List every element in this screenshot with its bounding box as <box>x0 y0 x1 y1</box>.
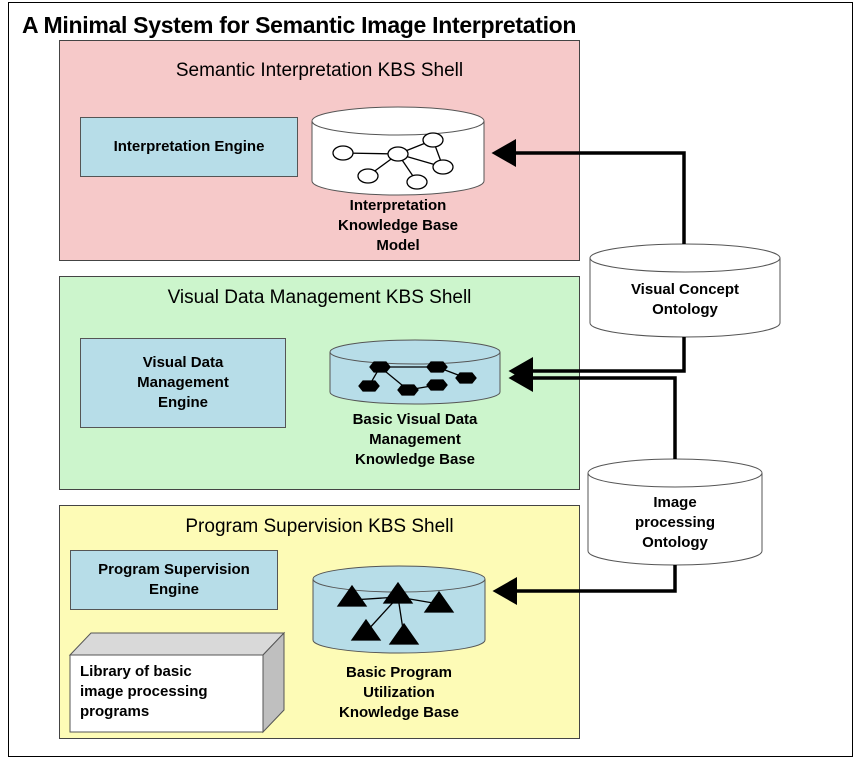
visual-data-kb-label: Basic Visual Data Management Knowledge B… <box>352 411 478 468</box>
image-processing-ontology-label: Image processing Ontology <box>634 494 716 551</box>
visual-data-management-engine: Visual Data Management Engine <box>80 338 286 428</box>
interpretation-graph-icon <box>332 132 454 190</box>
visual-concept-ontology-label: Visual Concept Ontology <box>630 281 740 318</box>
connector-arrows <box>491 139 686 605</box>
program-graph-icon <box>336 581 455 645</box>
interpretation-kb-label: Interpretation Knowledge Base Model <box>337 197 459 254</box>
visual-shell-title: Visual Data Management KBS Shell <box>167 287 472 308</box>
program-engine-label: Program Supervision Engine <box>98 561 250 598</box>
program-shell-title: Program Supervision KBS Shell <box>185 516 454 537</box>
interpretation-engine: Interpretation Engine <box>80 117 298 177</box>
visual-concept-ontology-cylinder <box>589 243 781 338</box>
visual-engine-label: Visual Data Management Engine <box>137 354 229 411</box>
program-kb-label: Basic Program Utilization Knowledge Base <box>338 664 460 721</box>
arrow-image-processing-to-visual-kb <box>508 364 677 459</box>
interpretation-engine-label: Interpretation Engine <box>113 138 265 155</box>
arrow-concept-to-visual-kb <box>508 337 686 385</box>
semantic-shell-title: Semantic Interpretation KBS Shell <box>175 60 464 81</box>
diagram-frame <box>8 2 853 757</box>
arrow-concept-to-interpretation-kb <box>491 139 686 244</box>
image-processing-ontology-cylinder <box>587 458 763 566</box>
arrow-image-processing-to-program-kb <box>492 565 677 605</box>
library-label: Library of basic image processing progra… <box>80 663 208 720</box>
library-box <box>68 631 286 734</box>
visual-data-graph-icon <box>358 361 477 396</box>
diagram-title: A Minimal System for Semantic Image Inte… <box>22 12 577 38</box>
program-supervision-engine: Program Supervision Engine <box>70 550 278 610</box>
